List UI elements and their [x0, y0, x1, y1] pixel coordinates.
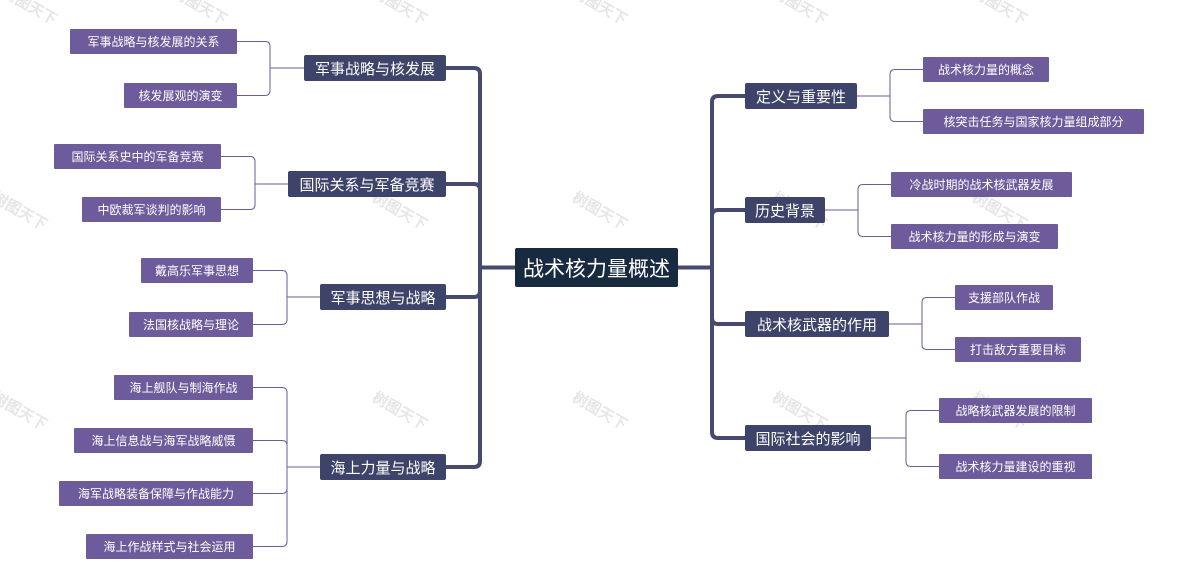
branch-topic-label: 战术核武器的作用 — [756, 315, 877, 334]
trunk-link-R2 — [710, 208, 747, 270]
branch-topic[interactable]: 军事战略与核发展 — [304, 55, 446, 81]
leaf-link-R2a — [857, 184, 892, 211]
leaf-link-L4b — [252, 440, 288, 468]
trunk-link-R4 — [710, 265, 747, 440]
subtopic-label: 战略核武器发展的限制 — [955, 404, 1076, 418]
subtopic[interactable]: 海上信息战与海军战略威慑 — [74, 428, 253, 453]
branch-topic-label: 国际社会的影响 — [755, 429, 861, 448]
leaf-link-L3a — [252, 270, 288, 298]
branch-topic[interactable]: 海上力量与战略 — [320, 454, 446, 480]
subtopic[interactable]: 战术核力量建设的重视 — [939, 454, 1092, 479]
branch-topic[interactable]: 历史背景 — [745, 197, 825, 223]
subtopic-label: 战术核力量的形成与演变 — [908, 230, 1041, 244]
root-topic[interactable]: 战术核力量概述 — [515, 248, 678, 287]
subtopic[interactable]: 核突击任务与国家核力量组成部分 — [923, 109, 1144, 134]
subtopic-label: 核突击任务与国家核力量组成部分 — [943, 115, 1124, 129]
subtopic-label: 国际关系史中的军备竞赛 — [71, 150, 204, 164]
branch-topic[interactable]: 军事思想与战略 — [320, 284, 446, 310]
subtopic[interactable]: 军事战略与核发展的关系 — [70, 29, 237, 54]
leaf-link-L1b — [236, 67, 271, 96]
branch-topic-label: 定义与重要性 — [755, 87, 846, 106]
leaf-link-L3b — [252, 296, 288, 325]
subtopic-label: 战术核力量的概念 — [937, 63, 1034, 77]
leaf-link-L4a — [252, 387, 288, 468]
branch-topic-label: 海上力量与战略 — [330, 458, 436, 477]
trunk-link-R1 — [710, 94, 747, 270]
leaf-link-L1a — [236, 41, 271, 69]
subtopic[interactable]: 打击敌方重要目标 — [955, 337, 1081, 362]
subtopic-label: 中欧裁军谈判的影响 — [97, 203, 206, 217]
branch-topic-label: 军事思想与战略 — [330, 288, 436, 307]
subtopic[interactable]: 海军战略装备保障与作战能力 — [59, 481, 253, 506]
leaf-link-R4a — [905, 410, 940, 439]
subtopic[interactable]: 支援部队作战 — [955, 285, 1053, 310]
branch-topic[interactable]: 国际关系与军备竞赛 — [288, 171, 446, 197]
trunk-link-L4 — [444, 265, 482, 469]
subtopic[interactable]: 国际关系史中的军备竞赛 — [54, 144, 221, 169]
subtopic[interactable]: 海上舰队与制海作战 — [114, 375, 253, 400]
root-topic-label: 战术核力量概述 — [523, 256, 670, 281]
subtopic[interactable]: 战术核力量的概念 — [923, 57, 1049, 82]
subtopic-label: 军事战略与核发展的关系 — [87, 35, 220, 49]
leaf-link-R4b — [905, 437, 940, 467]
subtopic-label: 海上作战样式与社会运用 — [103, 540, 236, 554]
subtopic-label: 海上信息战与海军战略威慑 — [91, 434, 236, 448]
trunk-link-R3 — [710, 265, 747, 326]
subtopic-label: 打击敌方重要目标 — [969, 343, 1066, 357]
trunk-link-L3 — [444, 265, 482, 299]
subtopic[interactable]: 核发展观的演变 — [124, 83, 237, 108]
subtopic[interactable]: 冷战时期的战术核武器发展 — [891, 172, 1072, 197]
subtopic[interactable]: 战略核武器发展的限制 — [939, 398, 1092, 423]
subtopic[interactable]: 战术核力量的形成与演变 — [891, 224, 1058, 249]
subtopic-label: 戴高乐军事思想 — [154, 264, 239, 278]
branch-topic-label: 军事战略与核发展 — [314, 59, 435, 78]
branch-topic[interactable]: 战术核武器的作用 — [745, 311, 889, 337]
leaf-link-L2b — [220, 183, 256, 210]
branch-topic-label: 国际关系与军备竞赛 — [299, 175, 435, 194]
leaf-link-R3b — [921, 323, 956, 350]
leaf-link-L2a — [220, 156, 256, 185]
trunk-link-L2 — [444, 182, 482, 270]
subtopic-label: 冷战时期的战术核武器发展 — [909, 178, 1054, 192]
subtopic[interactable]: 戴高乐军事思想 — [141, 258, 253, 283]
trunk-link-L1 — [444, 66, 482, 270]
leaf-link-R1a — [889, 69, 924, 97]
leaf-link-R1b — [889, 95, 924, 122]
subtopic-label: 法国核战略与理论 — [142, 318, 239, 332]
subtopic[interactable]: 中欧裁军谈判的影响 — [82, 197, 221, 222]
leaf-link-L4c — [252, 466, 288, 494]
subtopic-label: 海军战略装备保障与作战能力 — [77, 487, 234, 501]
branch-topic-label: 历史背景 — [754, 201, 815, 220]
subtopic-label: 核发展观的演变 — [138, 89, 223, 103]
subtopic[interactable]: 法国核战略与理论 — [129, 312, 253, 337]
leaf-link-R2b — [857, 209, 892, 237]
subtopic-label: 海上舰队与制海作战 — [129, 381, 238, 395]
leaf-link-R3a — [921, 297, 956, 325]
branch-topic[interactable]: 定义与重要性 — [745, 83, 857, 109]
subtopic[interactable]: 海上作战样式与社会运用 — [86, 534, 253, 559]
subtopic-label: 战术核力量建设的重视 — [955, 460, 1076, 474]
branch-topic[interactable]: 国际社会的影响 — [745, 425, 871, 451]
leaf-link-L4d — [252, 466, 288, 547]
subtopic-label: 支援部队作战 — [967, 291, 1040, 305]
